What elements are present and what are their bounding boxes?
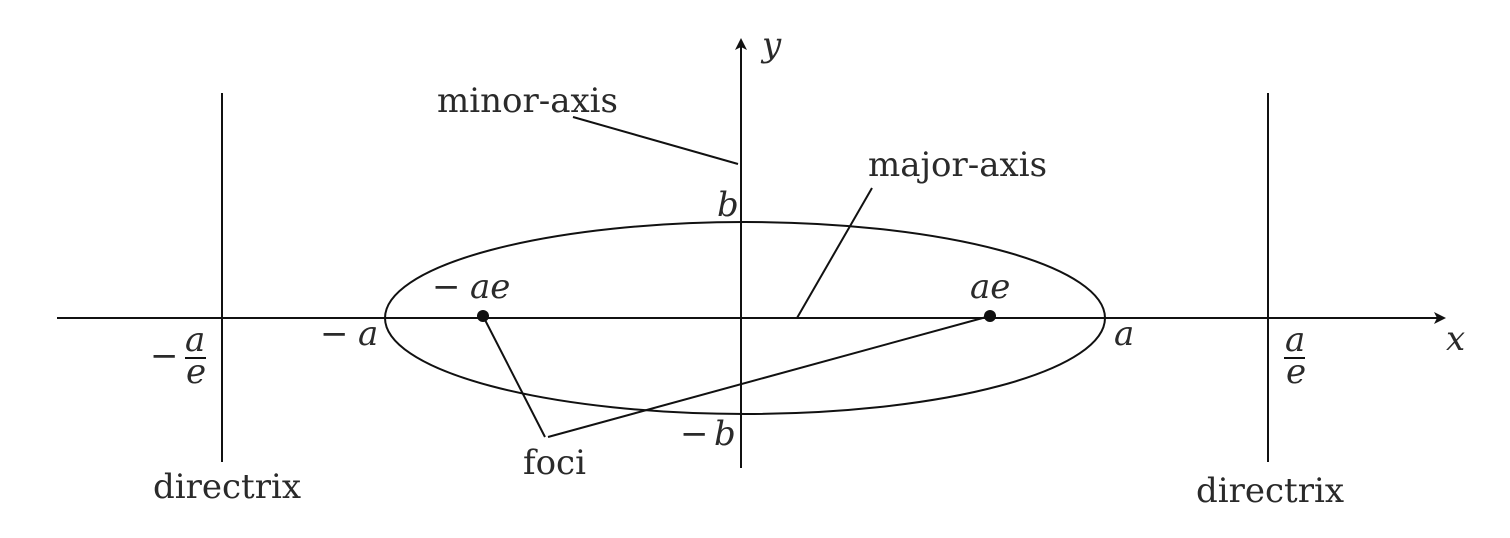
minor-axis-leader (572, 116, 739, 165)
neg-ae-label: − ae (432, 267, 510, 307)
neg-a-label: − a (320, 314, 378, 354)
major-axis-leader (796, 187, 873, 319)
neg-fraction-denominator: e (186, 352, 206, 392)
neg-b-letter: b (714, 414, 736, 454)
fraction-denominator: e (1286, 352, 1306, 392)
minor-axis-label: minor-axis (437, 81, 618, 121)
y-axis-label: y (760, 25, 782, 65)
fraction-numerator: a (1285, 320, 1305, 360)
neg-fraction-numerator: a (185, 320, 205, 360)
right-directrix-label: directrix (1196, 471, 1344, 511)
neg-a-over-e-label: − a e (150, 320, 206, 392)
neg-ae-minus: − (432, 267, 461, 307)
foci-leader-left (482, 315, 546, 438)
a-label: a (1114, 314, 1134, 354)
left-directrix-label: directrix (153, 467, 301, 507)
neg-a-letter: a (358, 314, 378, 354)
foci-label: foci (523, 443, 586, 483)
b-label: b (717, 185, 739, 225)
major-axis-label: major-axis (868, 145, 1047, 185)
neg-b-minus: − (680, 414, 709, 454)
neg-fraction-minus: − (150, 336, 179, 376)
neg-a-minus: − (320, 314, 349, 354)
x-axis-label: x (1446, 319, 1465, 359)
a-over-e-label: a e (1284, 320, 1306, 392)
foci-leader-right (547, 315, 991, 438)
ellipse (384, 221, 1106, 415)
ae-label: ae (970, 267, 1010, 307)
neg-ae-letters: ae (470, 267, 510, 307)
neg-b-label: − b (680, 414, 736, 454)
